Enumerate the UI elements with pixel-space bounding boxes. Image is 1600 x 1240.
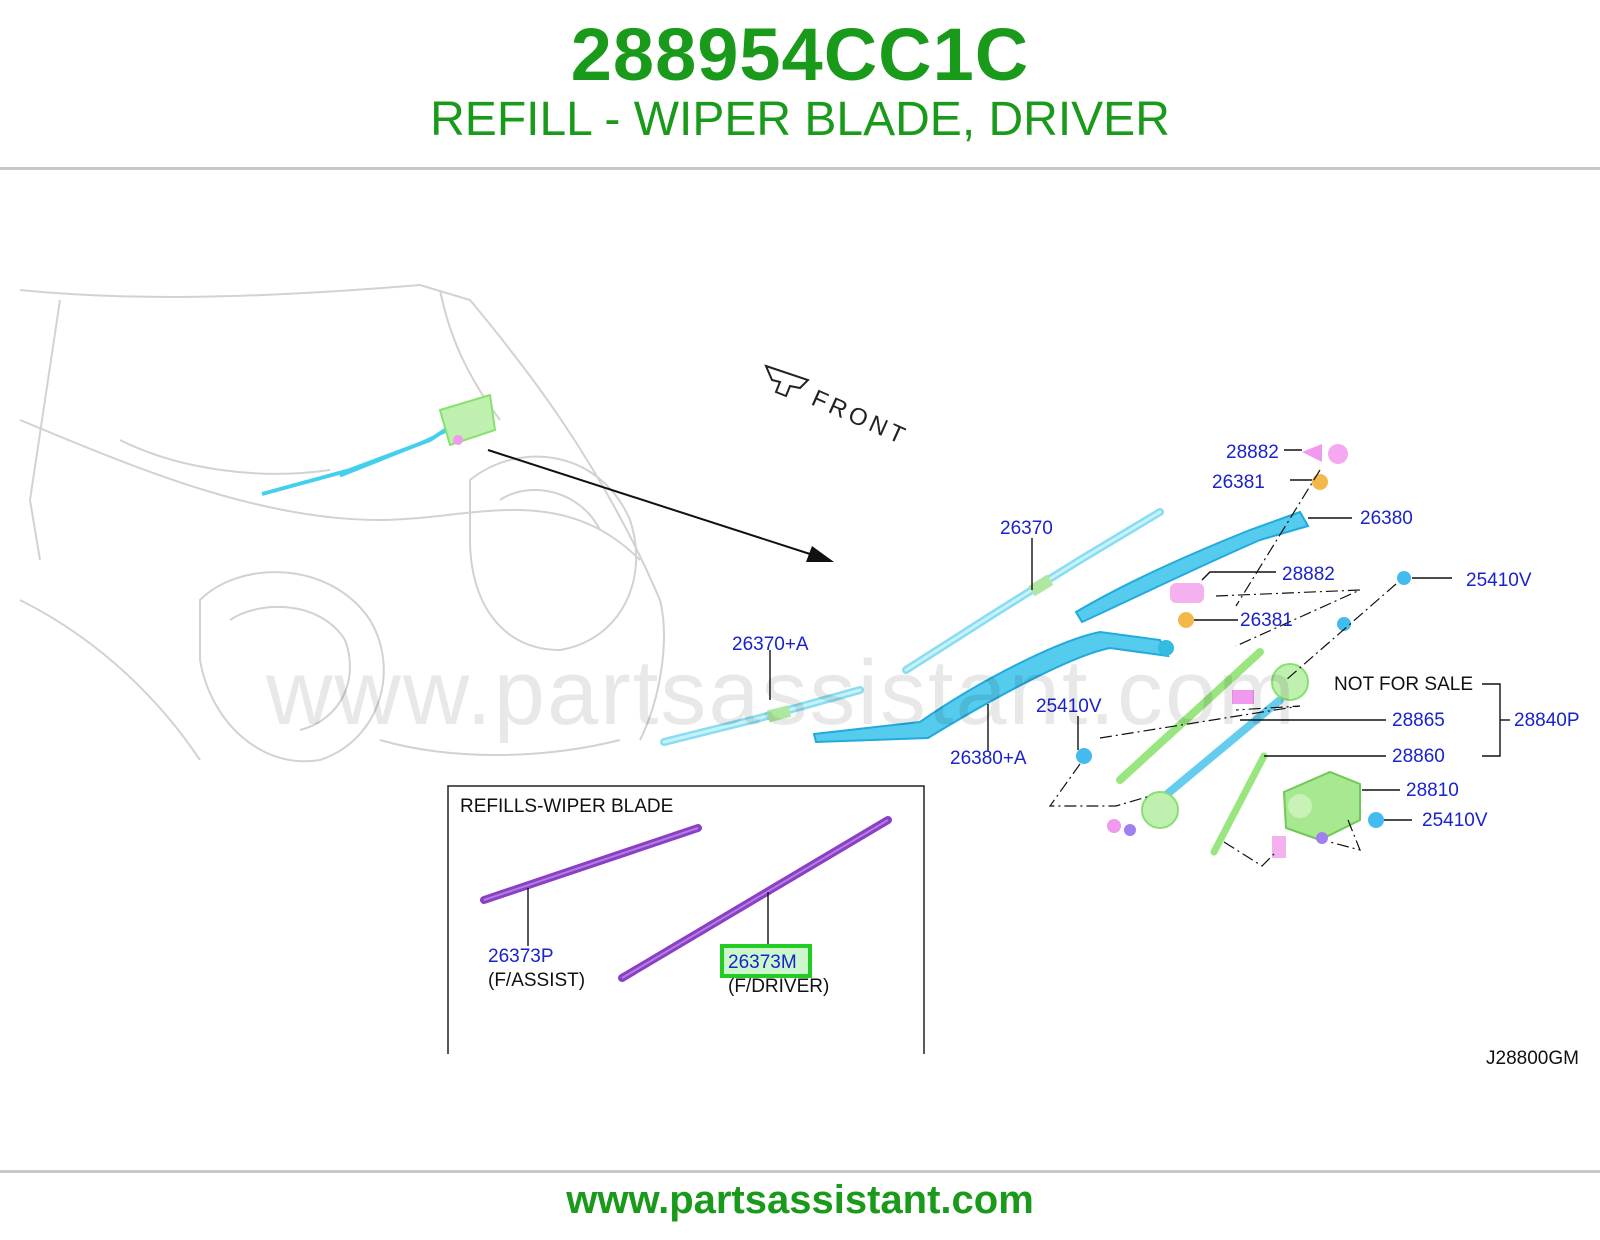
callout-28865[interactable]: 28865 xyxy=(1392,710,1445,731)
page-header: 288954CC1C REFILL - WIPER BLADE, DRIVER xyxy=(0,0,1600,168)
selected-part-highlight xyxy=(720,944,812,978)
wiper-motor-28810 xyxy=(1272,770,1361,858)
refill-driver-code[interactable]: 26373M xyxy=(728,952,797,973)
not-for-sale-note: NOT FOR SALE xyxy=(1334,674,1473,695)
watermark-text: www.partsassistant.com xyxy=(265,642,1297,744)
callout-28882-mid[interactable]: 28882 xyxy=(1282,564,1335,585)
nut-26381-mid xyxy=(1178,612,1194,628)
refills-inset: REFILLS-WIPER BLADE 26373P (F/ASSIST) 26… xyxy=(447,785,925,1054)
wiper-cap-28882-mid xyxy=(1170,583,1204,603)
windshield-wiper-preview xyxy=(261,393,497,496)
callout-26370[interactable]: 26370 xyxy=(1000,518,1053,539)
assembly-dash-lines xyxy=(1048,469,1397,867)
refill-assist-note: (F/ASSIST) xyxy=(488,970,585,991)
bolt-25410v-bot xyxy=(1368,812,1384,828)
callout-26381-top[interactable]: 26381 xyxy=(1212,472,1265,493)
refill-26373p xyxy=(480,824,702,904)
refill-26373m xyxy=(618,816,892,982)
callout-25410v-top[interactable]: 25410V xyxy=(1466,570,1532,591)
front-direction-indicator: FRONT xyxy=(764,364,913,451)
callout-leader-lines xyxy=(769,449,1510,821)
callout-28860[interactable]: 28860 xyxy=(1392,746,1445,767)
wiper-blade-26370a xyxy=(660,686,864,746)
callout-labels: 28882 26381 26380 26370 28882 25410V 263… xyxy=(732,442,1580,831)
header-divider xyxy=(0,167,1600,170)
bolt-25410v-upper xyxy=(1337,617,1351,631)
footer-site-link[interactable]: www.partsassistant.com xyxy=(566,1178,1034,1222)
callout-25410v-bot[interactable]: 25410V xyxy=(1422,810,1488,831)
wiper-arm-26380a xyxy=(812,630,1174,744)
bolt-25410v-top xyxy=(1397,571,1411,585)
callout-28810[interactable]: 28810 xyxy=(1406,780,1459,801)
detail-pointer-arrow xyxy=(487,449,834,562)
wiper-link-rod-28860 xyxy=(1210,752,1268,856)
front-label: FRONT xyxy=(808,385,913,451)
callout-28882-top[interactable]: 28882 xyxy=(1226,442,1279,463)
callout-26380a[interactable]: 26380+A xyxy=(950,748,1027,769)
wiper-blade-26370 xyxy=(902,508,1164,674)
callout-28840p[interactable]: 28840P xyxy=(1514,710,1580,731)
wiper-cap-28882-top xyxy=(1302,444,1348,464)
part-number-title: 288954CC1C xyxy=(570,13,1030,96)
refill-assist-code[interactable]: 26373P xyxy=(488,946,554,967)
wiper-linkage-28840p xyxy=(1107,648,1309,836)
vehicle-body-sketch xyxy=(19,283,665,763)
refill-driver-note: (F/DRIVER) xyxy=(728,976,829,997)
footer-divider xyxy=(0,1170,1600,1173)
part-description-subtitle: REFILL - WIPER BLADE, DRIVER xyxy=(430,93,1170,146)
diagram-code: J28800GM xyxy=(1486,1048,1579,1069)
callout-26380[interactable]: 26380 xyxy=(1360,508,1413,529)
nut-26381-top xyxy=(1312,474,1328,490)
bolt-25410v-mid xyxy=(1076,748,1092,764)
callout-26381-mid[interactable]: 26381 xyxy=(1240,610,1293,631)
callout-26370a[interactable]: 26370+A xyxy=(732,634,809,655)
callout-25410v-mid[interactable]: 25410V xyxy=(1036,696,1102,717)
wiper-arm-26380 xyxy=(1074,510,1310,624)
inset-title: REFILLS-WIPER BLADE xyxy=(460,796,673,817)
